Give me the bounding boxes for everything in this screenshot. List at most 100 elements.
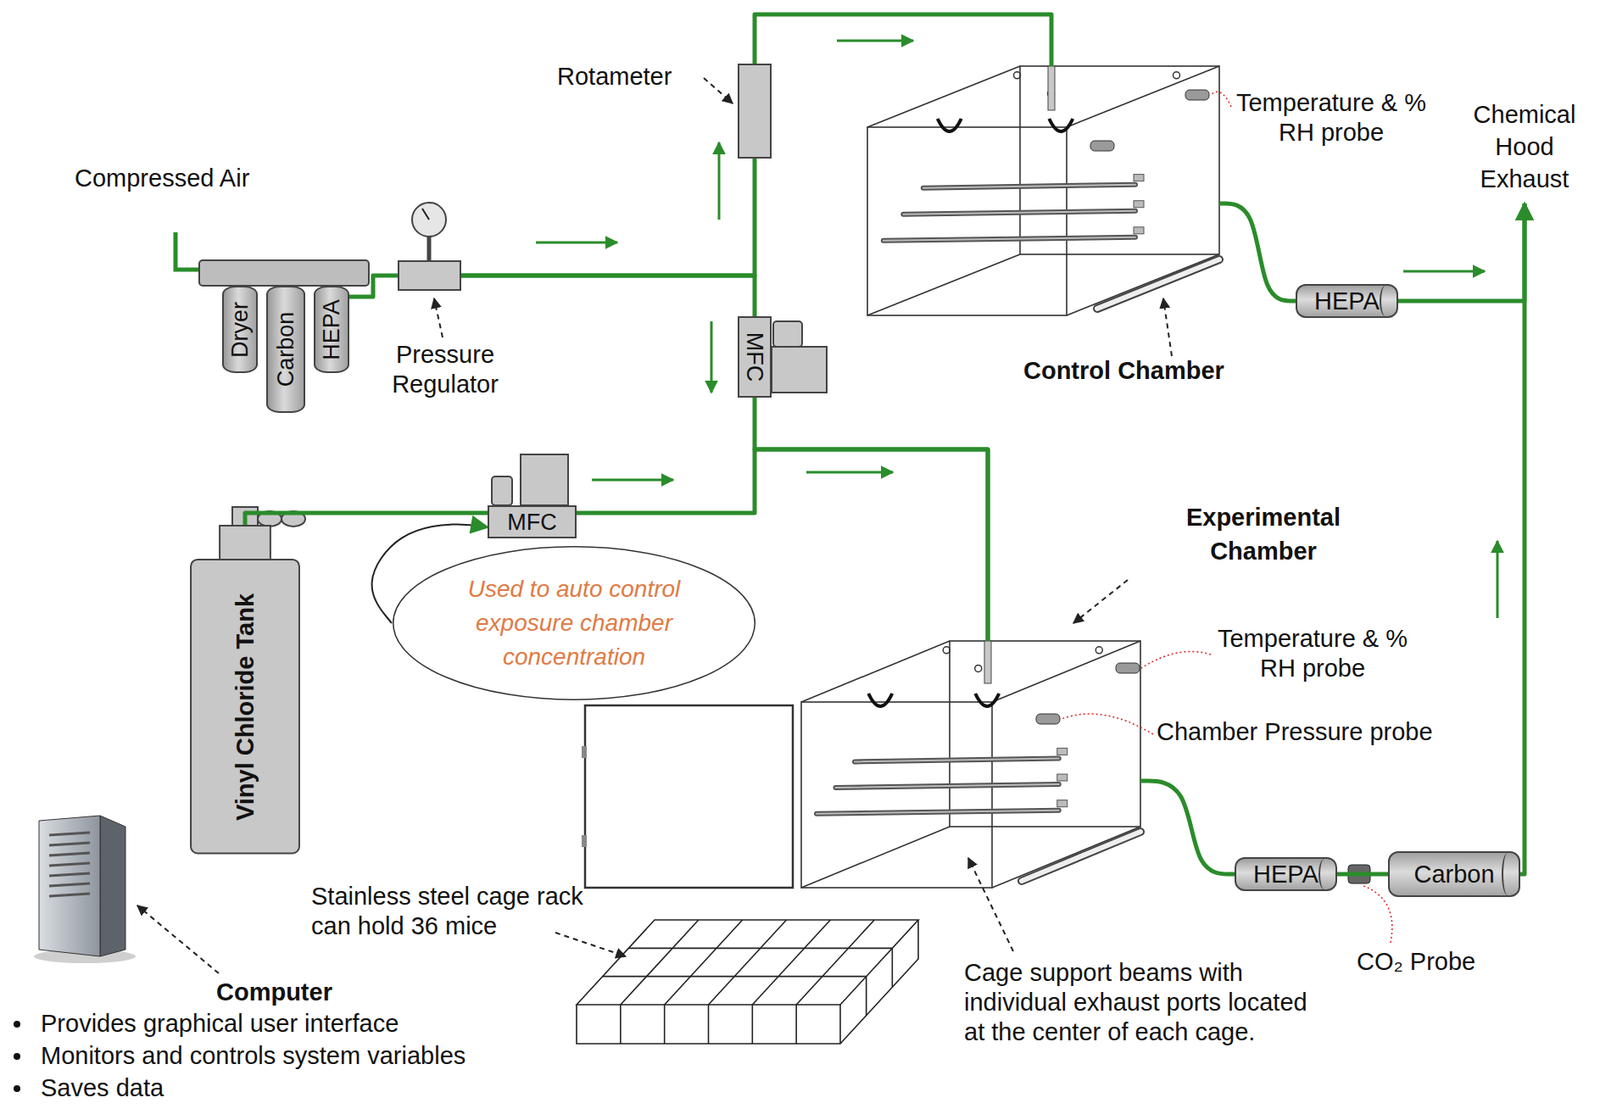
door-hinge: [581, 746, 587, 759]
exposure-chamber: Control Chamber: [867, 66, 1220, 316]
leader-line: [703, 78, 733, 104]
rack-divider: [708, 919, 787, 1005]
inlet-fitting: [1048, 66, 1055, 111]
rack-divider: [796, 919, 875, 1005]
pipe-connector: [1520, 203, 1525, 875]
inlet-fitting: [984, 641, 992, 684]
computer-front: [39, 815, 101, 957]
leader-line: [968, 858, 1014, 952]
annotation-label: Stainless steel cage rack can hold 36 mi…: [311, 881, 591, 942]
cage-support-beam: [883, 237, 1136, 241]
pipe-connector: [349, 275, 398, 297]
door-latch: [868, 693, 892, 707]
flow-arrow: [806, 471, 893, 474]
pipe-connector: [1398, 203, 1525, 302]
exhaust-outlet: Chemical Hood Exhaust: [1460, 94, 1589, 204]
exhaust-manifold: [1097, 259, 1220, 309]
leader-line: [434, 298, 443, 338]
pipe-connector: [754, 397, 988, 642]
filter-cartridge: HEPA: [313, 285, 350, 374]
leader-line: [555, 932, 626, 957]
bullet-text: Provides graphical user interface: [40, 1009, 399, 1039]
cage-support-beam: [816, 810, 1060, 814]
flow-arrow: [591, 479, 674, 482]
flow-arrow: [836, 39, 914, 43]
rack-sides: [576, 919, 919, 1044]
drive-slot: [49, 873, 90, 876]
annotation-label: Compressed Air: [74, 163, 250, 194]
rack-divider: [619, 1004, 622, 1044]
chamber-back-face: [949, 641, 1141, 827]
flow-arrow: [1403, 270, 1485, 274]
callout-oval: Used to auto control exposure chamber co…: [391, 545, 757, 702]
sensor-probe: [1185, 89, 1210, 101]
filter-end-cap: [1318, 858, 1331, 891]
mfc-valve: [491, 476, 513, 506]
rack-divider: [752, 1004, 754, 1044]
screw: [942, 646, 950, 654]
pipe-connector: [754, 14, 1052, 67]
bullet-dot: [13, 1053, 21, 1060]
chamber-edge: [867, 66, 1021, 128]
filter-manifold: [199, 260, 369, 286]
carbon-filter: Carbon: [1388, 851, 1521, 898]
rotameter: Rotameter: [737, 63, 772, 159]
annotation-label: Cage support beams with individual exhau…: [964, 958, 1329, 1047]
flow-arrow: [535, 241, 618, 245]
cage-support-beam: [854, 758, 1060, 762]
annotation-label: Chamber Pressure probe: [1156, 717, 1433, 748]
rack-divider: [795, 1004, 798, 1044]
leader-line: [1073, 579, 1128, 624]
annotation-label: Temperature & % RH probe: [1231, 88, 1432, 148]
chamber-front-face: [867, 127, 1067, 316]
probe-leader: [1210, 91, 1232, 107]
chamber-door: [585, 705, 793, 888]
drive-slot: [49, 842, 90, 846]
pressure-regulator: Pressure Regulator: [397, 260, 462, 291]
rack-divider: [663, 1004, 666, 1044]
exhaust-port: [1133, 227, 1144, 235]
cage-support-beam: [923, 184, 1136, 189]
probe-leader: [1061, 713, 1154, 735]
node-label: MFC: [741, 332, 769, 382]
chamber-edge: [1066, 254, 1220, 316]
node-label: Carbon: [1413, 859, 1495, 890]
pipe-connector: [461, 158, 755, 276]
node-label: Control Chamber: [1023, 356, 1225, 386]
pipe-connector: [1140, 780, 1235, 875]
bullet-text: Monitors and controls system variables: [40, 1041, 466, 1071]
filter-cartridge: Carbon: [266, 285, 306, 413]
bullet-dot: [13, 1020, 21, 1028]
node-label: Computer: [216, 977, 333, 1008]
door-latch: [937, 118, 962, 132]
rack-divider: [708, 1004, 710, 1044]
drive-slot: [49, 883, 90, 887]
screw: [1173, 72, 1181, 79]
rack-divider: [891, 947, 894, 987]
rack-divider: [664, 919, 743, 1005]
sensor-probe: [1036, 713, 1060, 725]
exhaust-manifold: [1097, 259, 1220, 309]
rack-divider: [628, 947, 892, 950]
chamber-edge: [1066, 66, 1220, 128]
node-label: Carbon: [272, 312, 300, 388]
exhaust-port: [1057, 747, 1068, 755]
screw: [1095, 646, 1103, 654]
screw: [1014, 72, 1021, 79]
rack-divider: [865, 976, 868, 1016]
tank-body: [190, 559, 300, 853]
computer: ComputerProvides graphical user interfac…: [8, 801, 501, 1112]
pipe-connector: [461, 275, 755, 317]
exposure-chamber: Experimental Chamber: [585, 641, 1141, 888]
rack-divider: [752, 919, 831, 1005]
chamber-front-face: [801, 702, 993, 888]
drive-slot: [49, 893, 90, 897]
rack-top: [576, 919, 919, 1005]
mfc-electronics: [771, 346, 827, 393]
flow-arrow: [718, 142, 721, 220]
node-label: HEPA: [317, 299, 346, 361]
control-chamber-drawing: [867, 66, 1220, 316]
node-label: HEPA: [1314, 286, 1380, 317]
exhaust-port: [1133, 174, 1144, 182]
